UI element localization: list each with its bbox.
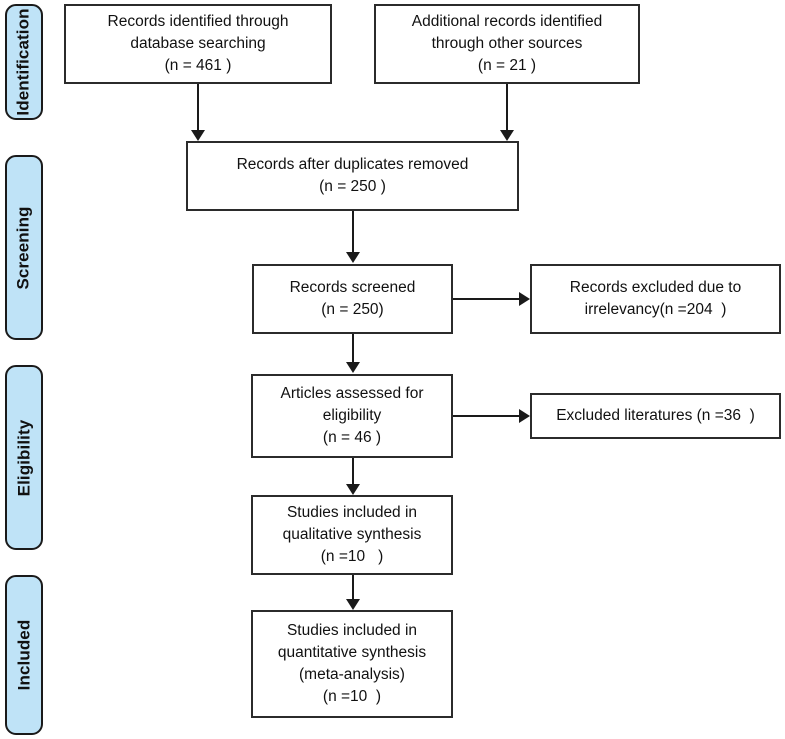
box-articles-assessed-line2: eligibility	[322, 407, 382, 424]
box-excluded-literatures: Excluded literatures (n =36 )	[530, 393, 781, 439]
box-records-excluded-line1: Records excluded due to	[569, 279, 742, 296]
box-records-identified-line1: Records identified through	[107, 13, 289, 30]
arrowhead-screened-to-assessed	[346, 362, 360, 373]
stage-label-included: Included	[5, 575, 43, 735]
box-records-screened-count: (n = 250)	[321, 301, 384, 318]
box-articles-assessed-line1: Articles assessed for	[280, 385, 424, 402]
box-quantitative-synthesis-line3: (meta-analysis)	[299, 666, 405, 683]
box-qualitative-synthesis-line1: Studies included in	[286, 504, 418, 521]
connector-screened-to-assessed	[352, 334, 354, 364]
box-duplicates-removed-line1: Records after duplicates removed	[236, 156, 469, 173]
stage-label-eligibility-text: Eligibility	[14, 419, 34, 496]
box-quantitative-synthesis-count: (n =10 )	[322, 688, 382, 705]
connector-qualitative-to-quantitative	[352, 575, 354, 603]
connector-assessed-to-qualitative	[352, 458, 354, 487]
connector-additional-to-duplicates	[506, 84, 508, 134]
stage-label-screening: Screening	[5, 155, 43, 340]
box-records-identified: Records identified through database sear…	[64, 4, 332, 84]
connector-assessed-to-excluded-lit	[453, 415, 521, 417]
box-records-excluded-count: irrelevancy(n =204 )	[584, 301, 727, 318]
box-duplicates-removed: Records after duplicates removed (n = 25…	[186, 141, 519, 211]
box-additional-records-line2: through other sources	[431, 35, 583, 52]
box-articles-assessed: Articles assessed for eligibility (n = 4…	[251, 374, 453, 458]
box-quantitative-synthesis-line1: Studies included in	[286, 622, 418, 639]
box-records-excluded: Records excluded due to irrelevancy(n =2…	[530, 264, 781, 334]
connector-duplicates-to-screened	[352, 211, 354, 254]
stage-label-screening-text: Screening	[14, 205, 34, 290]
connector-identified-to-duplicates	[197, 84, 199, 134]
box-additional-records: Additional records identified through ot…	[374, 4, 640, 84]
box-records-identified-line2: database searching	[130, 35, 266, 52]
arrowhead-identified-to-duplicates	[191, 130, 205, 141]
box-records-screened-line1: Records screened	[289, 279, 416, 296]
box-excluded-literatures-line1: Excluded literatures (n =36 )	[556, 407, 755, 424]
box-records-identified-count: (n = 461 )	[164, 57, 232, 74]
arrowhead-duplicates-to-screened	[346, 252, 360, 263]
arrowhead-screened-to-excluded	[519, 292, 530, 306]
box-qualitative-synthesis: Studies included in qualitative synthesi…	[251, 495, 453, 575]
connector-screened-to-excluded	[453, 298, 521, 300]
box-additional-records-line1: Additional records identified	[411, 13, 603, 30]
stage-label-included-text: Included	[14, 619, 34, 691]
arrowhead-qualitative-to-quantitative	[346, 599, 360, 610]
arrowhead-assessed-to-qualitative	[346, 484, 360, 495]
arrowhead-assessed-to-excluded-lit	[519, 409, 530, 423]
box-articles-assessed-count: (n = 46 )	[322, 429, 382, 446]
box-records-screened: Records screened (n = 250)	[252, 264, 453, 334]
box-additional-records-count: (n = 21 )	[477, 57, 537, 74]
box-quantitative-synthesis: Studies included in quantitative synthes…	[251, 610, 453, 718]
stage-label-identification: Identification	[5, 4, 43, 120]
stage-label-identification-text: Identification	[14, 8, 33, 116]
box-qualitative-synthesis-count: (n =10 )	[320, 548, 384, 565]
box-duplicates-removed-count: (n = 250 )	[319, 178, 386, 195]
box-qualitative-synthesis-line2: qualitative synthesis	[282, 526, 422, 543]
box-quantitative-synthesis-line2: quantitative synthesis	[277, 644, 427, 661]
stage-label-eligibility: Eligibility	[5, 365, 43, 550]
arrowhead-additional-to-duplicates	[500, 130, 514, 141]
